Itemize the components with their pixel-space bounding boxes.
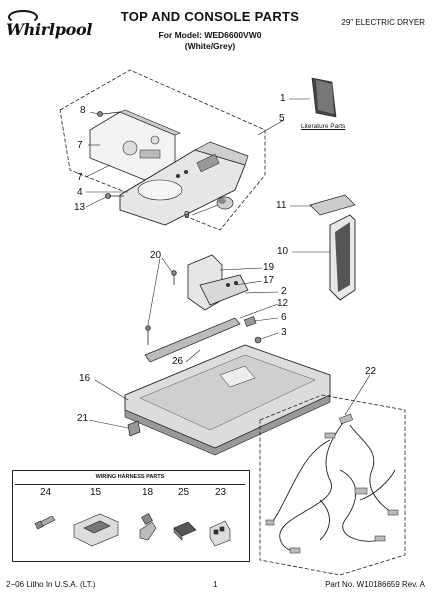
part-number: Part No. W10186659 Rev. A xyxy=(325,580,425,589)
clip-6 xyxy=(243,316,257,327)
harness-part-23 xyxy=(209,520,231,547)
filter-cover xyxy=(309,194,356,216)
harness-part-25 xyxy=(173,521,197,541)
callout-26: 26 xyxy=(172,356,184,367)
harness-part-18 xyxy=(139,513,157,541)
callout-1: 1 xyxy=(280,93,286,104)
top-strip xyxy=(144,317,241,363)
page-number: 1 xyxy=(213,580,218,589)
harness-label-24: 24 xyxy=(40,487,52,498)
screw-13 xyxy=(105,193,124,199)
console-panel xyxy=(89,109,181,181)
lint-filter xyxy=(329,214,356,301)
harness-part-24 xyxy=(34,515,56,530)
model-line: For Model: WED6600VW0 xyxy=(158,30,262,40)
callout-12: 12 xyxy=(277,298,289,309)
console-group-boundary xyxy=(59,69,266,231)
wiring-harness xyxy=(269,419,396,553)
callout-9: 9 xyxy=(184,210,190,221)
legend-divider xyxy=(15,484,245,485)
hinge-21 xyxy=(127,420,141,437)
model-variant: (White/Grey) xyxy=(184,41,236,51)
literature-booklet xyxy=(311,77,337,118)
callout-16: 16 xyxy=(79,373,91,384)
literature-parts-label: Literature Parts xyxy=(301,123,346,130)
callout-10: 10 xyxy=(277,246,289,257)
callout-5: 5 xyxy=(279,113,285,124)
callout-21: 21 xyxy=(77,413,89,424)
callout-13: 13 xyxy=(74,202,86,213)
harness-connectors xyxy=(265,413,399,554)
callout-19: 19 xyxy=(263,262,275,273)
harness-label-15: 15 xyxy=(90,487,102,498)
product-type: 29" ELECTRIC DRYER xyxy=(341,18,425,27)
callout-7-lower: 7 xyxy=(77,172,83,183)
callout-3: 3 xyxy=(281,327,287,338)
harness-group-boundary xyxy=(259,394,406,576)
callout-17: 17 xyxy=(263,275,275,286)
callout-4: 4 xyxy=(77,187,83,198)
print-info: 2−06 Litho In U.S.A. (LT.) xyxy=(6,580,96,589)
callout-8: 8 xyxy=(80,105,86,116)
callout-6: 6 xyxy=(281,312,287,323)
brand-logo-swoosh xyxy=(8,10,38,24)
console-knob xyxy=(216,196,234,210)
callout-20: 20 xyxy=(150,250,162,261)
harness-label-23: 23 xyxy=(215,487,227,498)
callout-2: 2 xyxy=(281,286,287,297)
page-title: TOP AND CONSOLE PARTS xyxy=(120,9,300,24)
wiring-harness-legend xyxy=(12,470,250,562)
screw-3 xyxy=(254,336,262,344)
leader-lines xyxy=(85,98,371,429)
screw-20 xyxy=(145,270,177,345)
console-fascia xyxy=(119,141,249,226)
mounting-bracket xyxy=(187,254,249,311)
callout-7-upper: 7 xyxy=(77,140,83,151)
harness-label-18: 18 xyxy=(142,487,154,498)
wiring-harness-legend-title: WIRING HARNESS PARTS xyxy=(95,474,165,480)
harness-label-25: 25 xyxy=(178,487,190,498)
brand-logo: Whirlpool xyxy=(6,20,93,39)
callout-22: 22 xyxy=(365,366,377,377)
harness-part-15 xyxy=(73,513,119,547)
callout-11: 11 xyxy=(276,200,287,211)
dryer-top-panel xyxy=(124,344,331,456)
